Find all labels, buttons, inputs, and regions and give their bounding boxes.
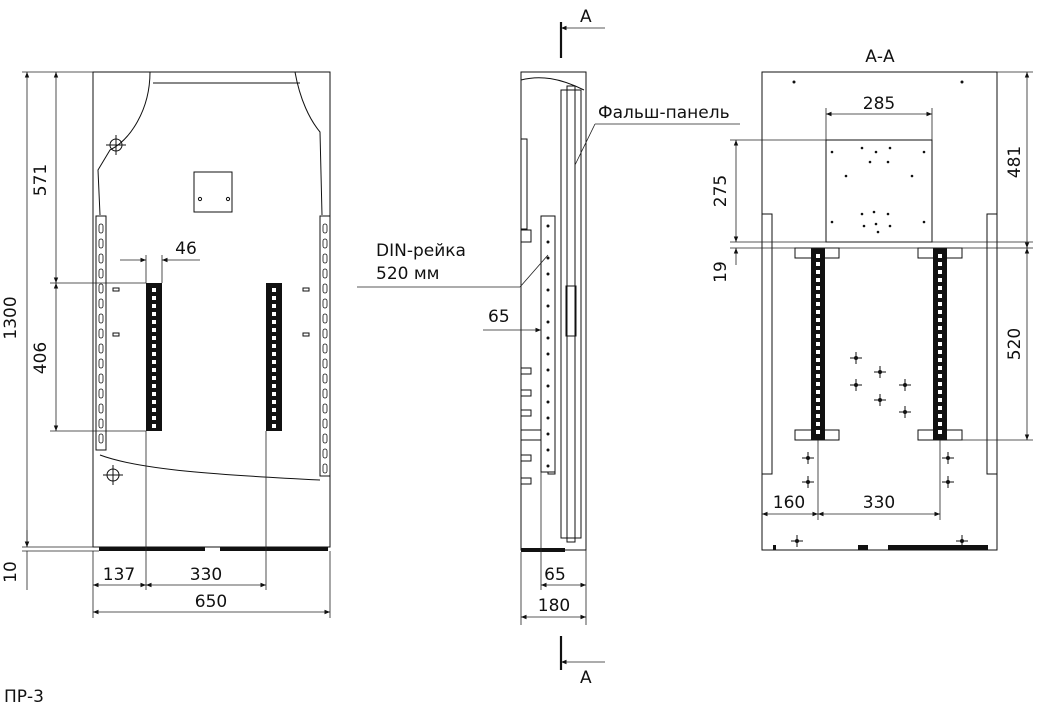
cabinet-outline: [92, 71, 331, 548]
callout-din-rail: DIN-рейка: [376, 241, 466, 261]
din-rail-left: [146, 283, 162, 431]
dim-275: 275: [711, 175, 731, 207]
dim-285: 285: [863, 94, 895, 114]
dim-180: 180: [538, 596, 570, 616]
dim-330-section: 330: [863, 493, 895, 513]
mount-hole-top: [106, 135, 126, 155]
dim-19: 19: [711, 261, 731, 283]
side-rail-left: [95, 215, 107, 451]
section-mark-top: А: [580, 7, 592, 27]
din-rail-right: [266, 283, 282, 431]
false-panel-cut-line: [97, 71, 323, 481]
callout-din-rail-length: 520 мм: [376, 264, 440, 284]
dim-1300: 1300: [1, 296, 21, 339]
cable-plate: [193, 171, 233, 213]
section-view: А-А 285 275 19: [711, 47, 1033, 551]
drawing-caption: ПР-3: [4, 687, 44, 707]
side-view: А А Фальш-панель DIN-рейка 520 мм 65 65 …: [357, 7, 740, 688]
dim-520: 520: [1005, 328, 1025, 360]
side-rail-right: [319, 215, 331, 477]
dim-137: 137: [103, 565, 135, 585]
mounting-plate: [825, 139, 933, 243]
dim-481: 481: [1005, 146, 1025, 178]
callout-false-panel: Фальш-панель: [598, 103, 730, 123]
cabinet-base-right: [220, 547, 328, 551]
dim-406: 406: [31, 342, 51, 374]
dim-650: 650: [195, 592, 227, 612]
dim-65-top: 65: [488, 307, 510, 327]
section-title: А-А: [865, 47, 895, 67]
dim-10: 10: [1, 561, 21, 583]
cabinet-base-left: [99, 547, 205, 551]
section-mark-bottom: А: [580, 668, 592, 688]
section-rail-right: [986, 213, 998, 475]
section-rail-left: [761, 213, 773, 475]
dim-46: 46: [175, 239, 197, 259]
section-outline: [761, 71, 998, 551]
dim-160: 160: [773, 493, 805, 513]
dim-65-bottom: 65: [544, 565, 566, 585]
dim-571: 571: [31, 164, 51, 196]
mount-hole-bottom: [103, 465, 123, 485]
front-view: 1300 571 406 10 46 137 330 650: [1, 71, 331, 618]
dim-330-front: 330: [190, 565, 222, 585]
